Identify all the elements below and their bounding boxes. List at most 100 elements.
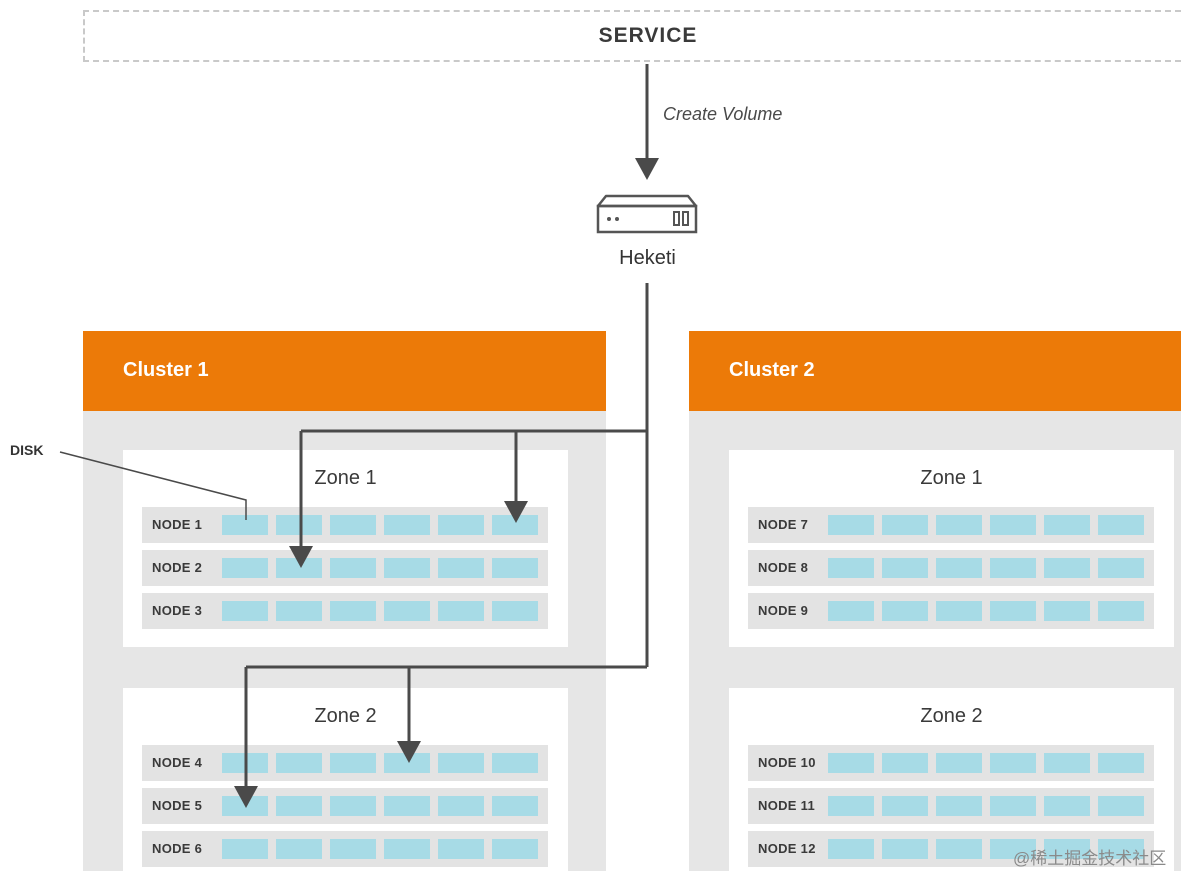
- disk-slot: [222, 839, 268, 859]
- disk-slot: [276, 515, 322, 535]
- disk-slot: [276, 796, 322, 816]
- disk-slot: [828, 558, 874, 578]
- disk-slot: [1098, 753, 1144, 773]
- node-label: NODE 3: [152, 603, 203, 618]
- disk-slot: [492, 601, 538, 621]
- disk-slot: [222, 515, 268, 535]
- disk-slot: [1044, 753, 1090, 773]
- disk-slot: [222, 601, 268, 621]
- disk-slot: [384, 753, 430, 773]
- create-volume-label: Create Volume: [663, 104, 783, 124]
- disk-slot: [1098, 839, 1144, 859]
- disk-slot: [222, 558, 268, 578]
- disk-slot: [438, 753, 484, 773]
- node-row: NODE 1: [142, 507, 548, 543]
- node-label: NODE 11: [758, 798, 816, 813]
- node-row: NODE 2: [142, 550, 548, 586]
- disk-slot: [828, 796, 874, 816]
- node-label: NODE 10: [758, 755, 816, 770]
- disk-callout-label: DISK: [10, 442, 44, 458]
- disk-slot: [1044, 601, 1090, 621]
- disk-slot: [882, 558, 928, 578]
- disk-slot: [492, 753, 538, 773]
- arrowhead: [504, 501, 528, 523]
- disk-slot: [438, 796, 484, 816]
- arrowhead: [635, 158, 659, 180]
- disk-slot: [492, 558, 538, 578]
- disk-slot: [1098, 558, 1144, 578]
- watermark: @稀土掘金技术社区: [1013, 849, 1167, 868]
- disk-slot: [936, 601, 982, 621]
- disk-slot: [492, 839, 538, 859]
- disk-slot: [276, 601, 322, 621]
- zone-title: Zone 1: [314, 467, 377, 489]
- disk-slot: [330, 839, 376, 859]
- node-row: NODE 5: [142, 788, 548, 824]
- cluster-title: Cluster 2: [729, 359, 815, 381]
- disk-slot: [882, 601, 928, 621]
- arrowhead: [289, 546, 313, 568]
- disk-slot: [990, 515, 1036, 535]
- disk-slot: [936, 515, 982, 535]
- disk-slot: [990, 839, 1036, 859]
- disk-slot: [330, 515, 376, 535]
- node-label: NODE 6: [152, 841, 203, 856]
- disk-callout-line: [59, 451, 247, 520]
- disk-slot: [882, 839, 928, 859]
- disk-slot: [330, 601, 376, 621]
- node-row: NODE 4: [142, 745, 548, 781]
- disk-slot: [438, 601, 484, 621]
- disk-slot: [276, 753, 322, 773]
- node-label: NODE 12: [758, 841, 816, 856]
- node-row: NODE 8: [748, 550, 1154, 586]
- disk-slot: [276, 839, 322, 859]
- disk-slot: [882, 753, 928, 773]
- disk-slot: [828, 515, 874, 535]
- node-row: NODE 11: [748, 788, 1154, 824]
- disk-slot: [936, 558, 982, 578]
- disk-slot: [828, 601, 874, 621]
- disk-slot: [828, 753, 874, 773]
- arrowhead: [234, 786, 258, 808]
- cluster-header: Cluster 1: [83, 331, 606, 411]
- service-label: SERVICE: [598, 24, 698, 47]
- disk-slot: [1098, 796, 1144, 816]
- disk-slot: [1044, 796, 1090, 816]
- disk-slot: [1044, 515, 1090, 535]
- node-row: NODE 12: [748, 831, 1154, 867]
- disk-slot: [828, 839, 874, 859]
- disk-slot: [1098, 515, 1144, 535]
- disk-slot: [384, 839, 430, 859]
- zone-2: Zone 2 NODE 4 NODE 5 NODE 6: [123, 688, 568, 878]
- zone-title: Zone 2: [314, 705, 377, 727]
- arrowhead: [397, 741, 421, 763]
- cluster-title: Cluster 1: [123, 359, 209, 381]
- cluster-1: Cluster 1 Zone 1 NODE 1 NODE 2 NODE 3 Zo…: [83, 331, 606, 878]
- zone-2: Zone 2 NODE 10 NODE 11 NODE 12: [729, 688, 1174, 878]
- disk-slot: [990, 753, 1036, 773]
- node-label: NODE 1: [152, 517, 203, 532]
- zone-1: Zone 1 NODE 7 NODE 8 NODE 9: [729, 450, 1174, 647]
- disk-slot: [330, 558, 376, 578]
- service-box: SERVICE: [83, 10, 1181, 62]
- zone-1: Zone 1 NODE 1 NODE 2 NODE 3: [123, 450, 568, 647]
- disk-slot: [990, 558, 1036, 578]
- disk-slot: [936, 839, 982, 859]
- disk-slot: [384, 796, 430, 816]
- node-row: NODE 9: [748, 593, 1154, 629]
- heketi-label: Heketi: [619, 247, 676, 269]
- server-icon: [596, 194, 698, 234]
- disk-slot: [438, 839, 484, 859]
- disk-slot: [438, 558, 484, 578]
- disk-slot: [384, 515, 430, 535]
- disk-slot: [1044, 558, 1090, 578]
- node-label: NODE 8: [758, 560, 809, 575]
- node-label: NODE 5: [152, 798, 203, 813]
- disk-slot: [1098, 601, 1144, 621]
- node-label: NODE 9: [758, 603, 809, 618]
- node-row: NODE 10: [748, 745, 1154, 781]
- disk-slot: [492, 796, 538, 816]
- disk-slot: [384, 601, 430, 621]
- disk-slot: [882, 796, 928, 816]
